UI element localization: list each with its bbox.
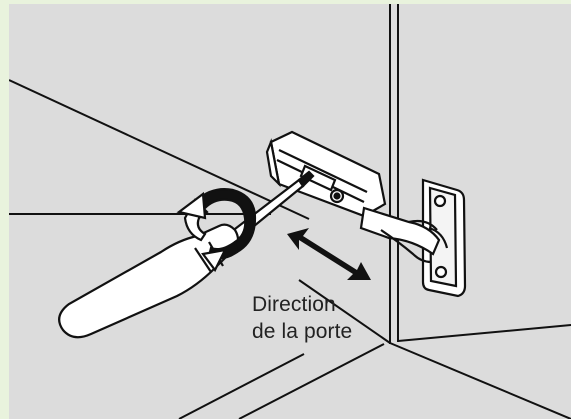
- cabinet-hinge: [265, 130, 441, 264]
- caption-line-1: Direction: [252, 293, 336, 316]
- direction-caption: Direction de la porte: [252, 291, 352, 345]
- cabinet-floor-lines: [9, 79, 571, 419]
- cabinet-interior: [9, 4, 571, 419]
- hinge-mounting-plate: [421, 178, 467, 298]
- hinge-adjustment-diagram: [9, 4, 571, 419]
- circular-arrow-icon: [176, 188, 257, 273]
- double-arrow-icon: [287, 228, 371, 280]
- caption-line-2: de la porte: [252, 320, 353, 343]
- cabinet-side-panel: [389, 4, 399, 344]
- cabinet-scene: Direction de la porte: [9, 4, 571, 419]
